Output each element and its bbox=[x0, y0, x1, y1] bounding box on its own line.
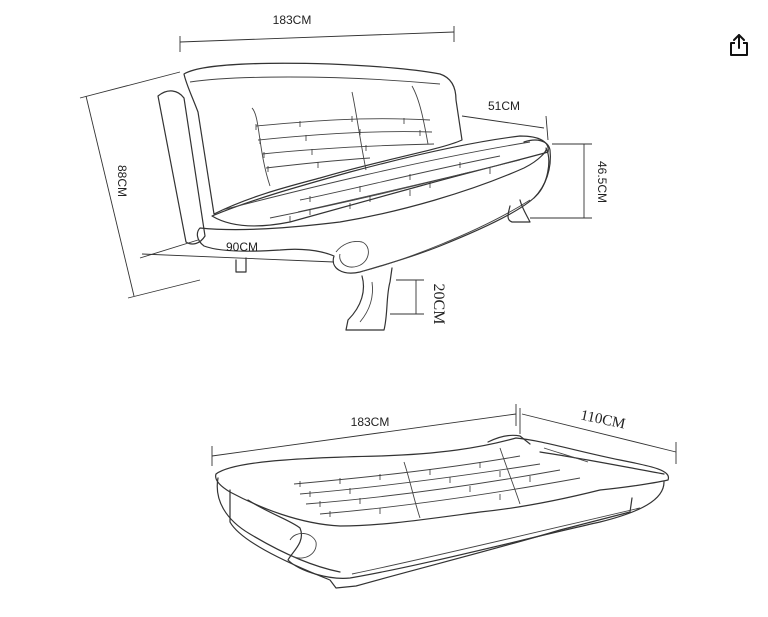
label-upright-depth: 90CM bbox=[226, 240, 258, 254]
label-bed-length: 110CM bbox=[579, 408, 627, 433]
label-upright-arm-depth: 51CM bbox=[488, 99, 520, 113]
bed-dimension-lines bbox=[211, 404, 677, 466]
upright-dimension-lines bbox=[79, 26, 592, 315]
bed-dimension-labels: 183CM 110CM bbox=[351, 408, 627, 433]
label-bed-width: 183CM bbox=[351, 415, 390, 429]
label-upright-height: 88CM bbox=[115, 165, 129, 197]
label-upright-leg-height: 20CM bbox=[430, 284, 447, 325]
share-button[interactable] bbox=[722, 30, 756, 64]
label-upright-width: 183CM bbox=[273, 13, 312, 27]
label-upright-seat-height: 46.5CM bbox=[595, 161, 609, 203]
upright-sofa-drawing bbox=[157, 62, 551, 331]
upright-dimension-labels: 183CM 88CM 90CM 51CM 46.5CM 20CM bbox=[115, 13, 609, 324]
share-icon bbox=[728, 33, 750, 62]
bed-sofa-drawing bbox=[215, 434, 669, 589]
